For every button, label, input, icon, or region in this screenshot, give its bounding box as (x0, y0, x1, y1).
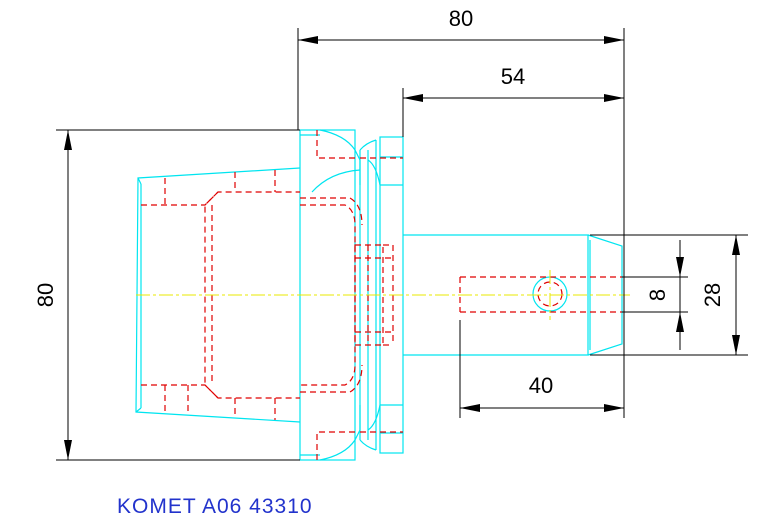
dim-bore-diameter: 8 (645, 289, 670, 301)
dim-overall-height: 80 (33, 283, 58, 307)
part-caption: KOMET A06 43310 (117, 495, 313, 518)
dim-overall-length: 80 (449, 6, 473, 31)
dim-shank-diameter: 28 (700, 283, 725, 307)
centerline (136, 270, 630, 320)
dim-flange-to-end: 54 (501, 64, 525, 89)
hidden-lines (141, 130, 622, 460)
dimension-lines (56, 28, 748, 461)
dim-shank-length: 40 (529, 373, 553, 398)
